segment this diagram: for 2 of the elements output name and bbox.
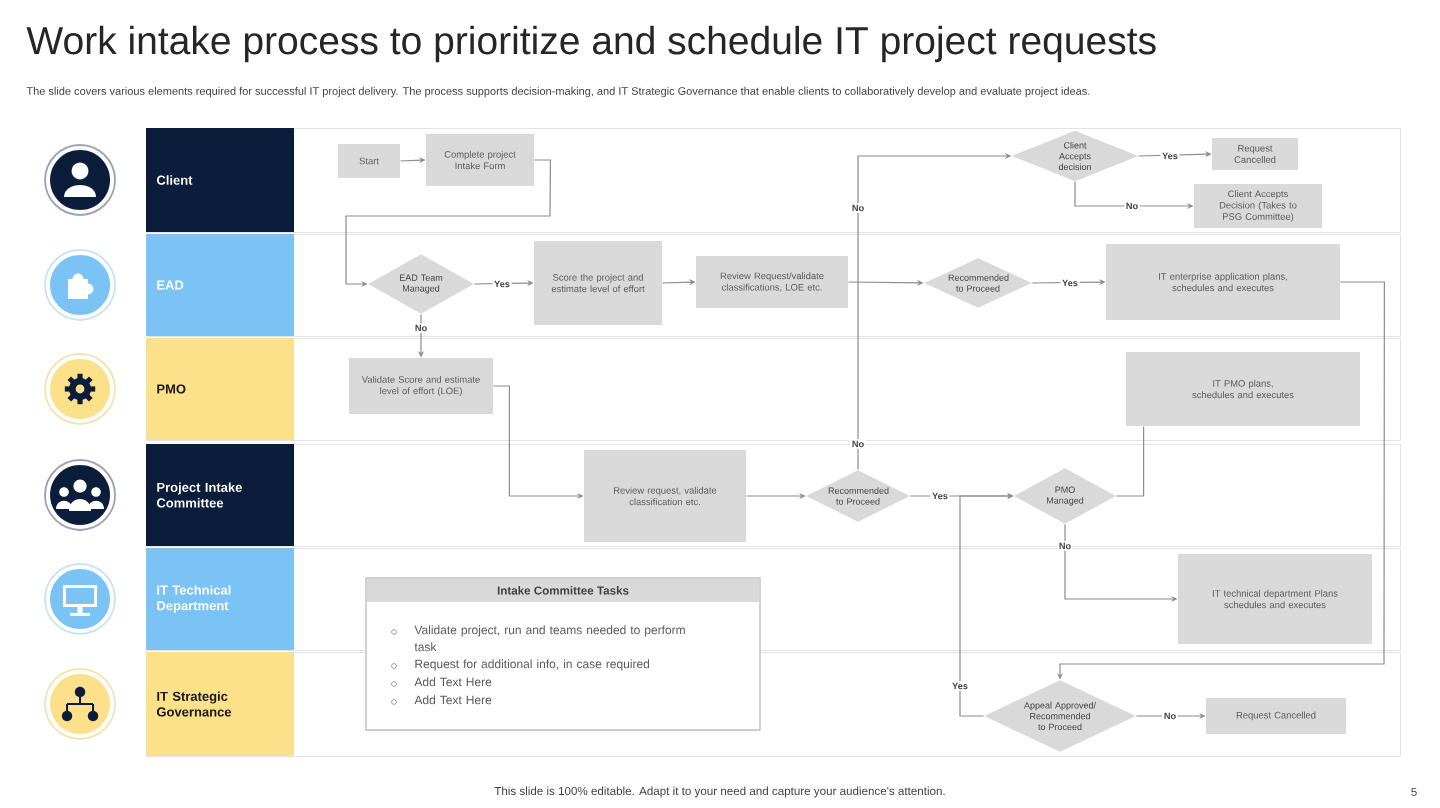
connector-line bbox=[1115, 425, 1145, 497]
title: Work intake process to prioritize and schedule IT project requests bbox=[26, 25, 1156, 63]
